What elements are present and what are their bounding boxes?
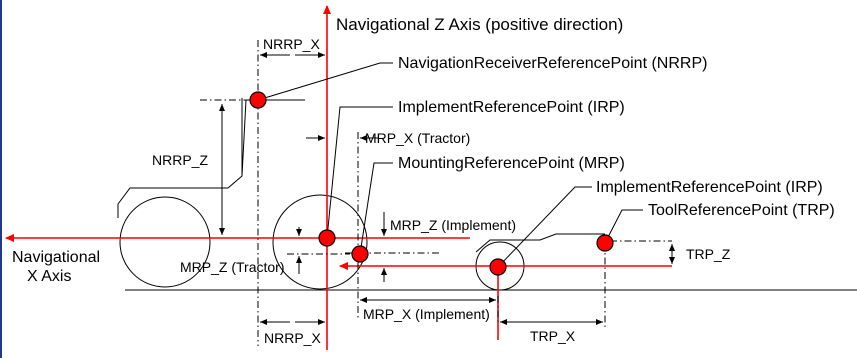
mrp-x-implement-label: MRP_X (Implement) [363,306,490,322]
trp-x-label: TRP_X [530,328,576,344]
nrrp-x-bottom-label: NRRP_X [264,330,321,346]
mrp-x-tractor-label: MRP_X (Tractor) [365,130,470,146]
trp-point [596,234,614,252]
z-axis-label: Navigational Z Axis (positive direction) [336,15,623,34]
tractor-front-wheel [119,196,211,288]
nrrp-x-top-label: NRRP_X [263,36,320,52]
mrp-point [351,245,369,263]
x-axis-label-line1: Navigational [12,249,100,266]
trp-z-label: TRP_Z [686,246,731,262]
leader-lines [257,62,643,268]
mrp-z-implement-label: MRP_Z (Implement) [390,217,516,233]
tractor-outline [117,98,368,290]
trp-label: ToolReferencePoint (TRP) [648,202,835,219]
irp-tractor-label: ImplementReferencePoint (IRP) [398,99,625,116]
mrp-z-tractor-label: MRP_Z (Tractor) [180,259,284,275]
irp-tractor-point [318,229,336,247]
dimension-arrows [219,52,675,325]
irp-implement-label: ImplementReferencePoint (IRP) [596,179,823,196]
irp-implement-point [489,258,507,276]
nrrp-point [249,91,267,109]
x-axis-label-line2: X Axis [27,268,71,285]
nrrp-z-label: NRRP_Z [152,152,208,168]
mrp-label: MountingReferencePoint (MRP) [398,155,625,172]
tractor-rear-wheel [272,194,368,290]
nrrp-label: NavigationReceiverReferencePoint (NRRP) [398,55,707,72]
